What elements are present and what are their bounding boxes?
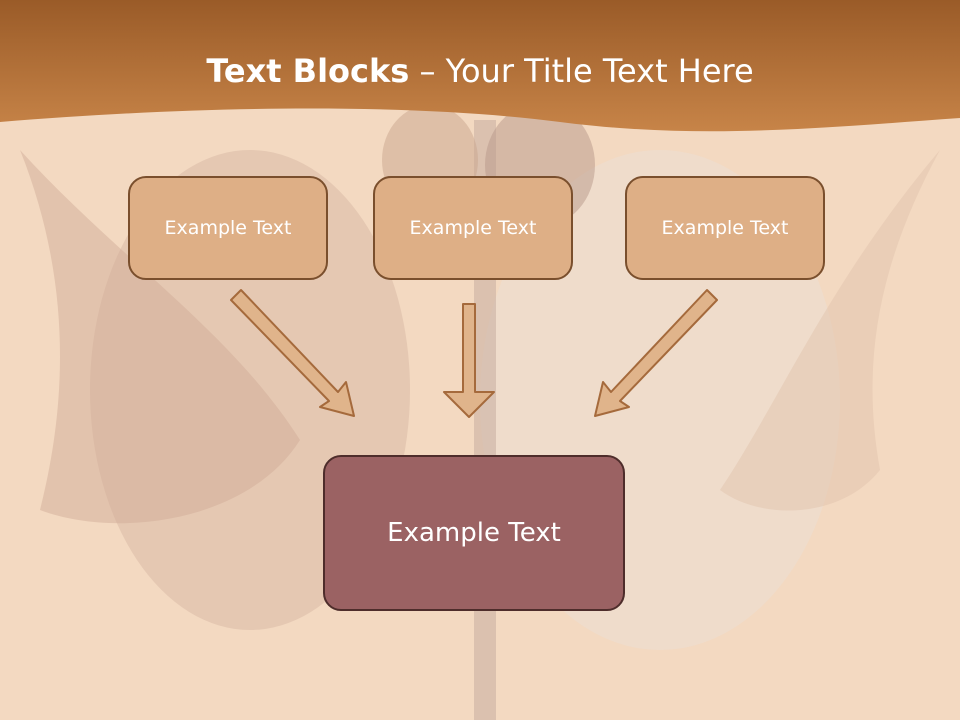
result-text-block-label: Example Text [387,518,561,548]
text-block-2[interactable]: Example Text [373,176,573,280]
arrow-right [594,289,718,417]
text-block-3[interactable]: Example Text [625,176,825,280]
text-block-2-label: Example Text [409,217,537,239]
result-text-block[interactable]: Example Text [323,455,625,611]
text-block-1[interactable]: Example Text [128,176,328,280]
title-rest-part: Your Title Text Here [445,52,754,90]
title-bold-part: Text Blocks [206,52,410,90]
title-band [0,0,960,132]
text-block-3-label: Example Text [661,217,789,239]
slide-title: Text Blocks – Your Title Text Here [0,52,960,90]
arrow-left [230,289,355,417]
text-block-1-label: Example Text [164,217,292,239]
title-separator: – [419,52,436,90]
arrow-center [443,303,495,418]
